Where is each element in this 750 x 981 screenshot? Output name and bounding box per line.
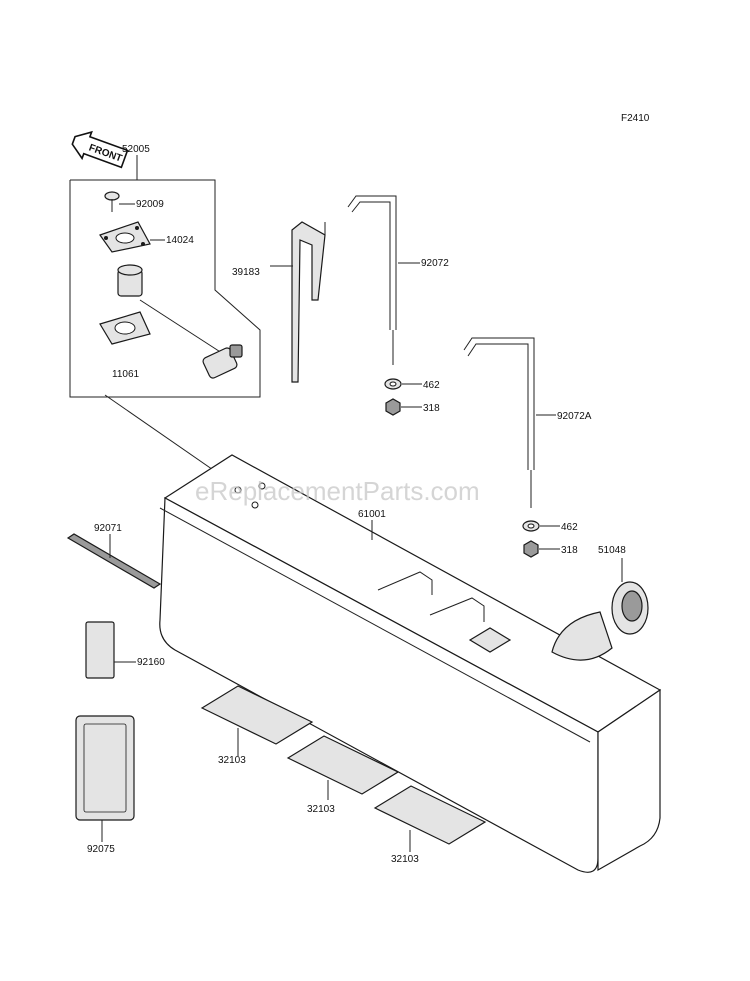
- label-92009: 92009: [136, 199, 164, 210]
- label-32103-c: 32103: [391, 854, 419, 865]
- washer-462-a: [384, 378, 422, 390]
- figure-code: F2410: [621, 113, 650, 124]
- strap-92072: [347, 195, 420, 365]
- pad-32103-c: [373, 785, 487, 852]
- label-32103-a: 32103: [218, 755, 246, 766]
- pad-32103-a: [200, 685, 314, 756]
- label-462-b: 462: [561, 522, 578, 533]
- label-14024: 14024: [166, 235, 194, 246]
- label-92071: 92071: [94, 523, 122, 534]
- label-318-a: 318: [423, 403, 440, 414]
- label-32103-b: 32103: [307, 804, 335, 815]
- gasket-14024: [99, 221, 165, 253]
- label-318-b: 318: [561, 545, 578, 556]
- pad-92075: [75, 715, 135, 842]
- pad-92160: [85, 621, 136, 679]
- strap-92072A: [463, 337, 556, 508]
- strip-92071: [66, 533, 162, 589]
- fuel-tank-61001: [159, 454, 662, 873]
- pad-32103-b: [286, 735, 400, 800]
- label-92072: 92072: [421, 258, 449, 269]
- label-92072A: 92072A: [557, 411, 592, 422]
- fuel-sender-11061: [99, 264, 243, 379]
- front-arrow-icon: FRONT: [71, 130, 129, 169]
- label-52005: 52005: [122, 144, 150, 155]
- label-92075: 92075: [87, 844, 115, 855]
- nut-318-b: [523, 540, 560, 558]
- label-39183: 39183: [232, 267, 260, 278]
- label-11061: 11061: [112, 369, 140, 380]
- label-51048: 51048: [598, 545, 626, 556]
- label-61001: 61001: [358, 509, 386, 520]
- label-92160: 92160: [137, 657, 165, 668]
- fuel-cap-51048: [551, 558, 649, 661]
- nut-318-a: [385, 398, 422, 416]
- screw-92009: [104, 191, 135, 212]
- bracket-39183: [270, 221, 326, 383]
- watermark: eReplacementParts.com: [195, 476, 480, 506]
- label-462-a: 462: [423, 380, 440, 391]
- sending-unit-assembly-box: [69, 155, 261, 398]
- washer-462-b: [522, 520, 560, 532]
